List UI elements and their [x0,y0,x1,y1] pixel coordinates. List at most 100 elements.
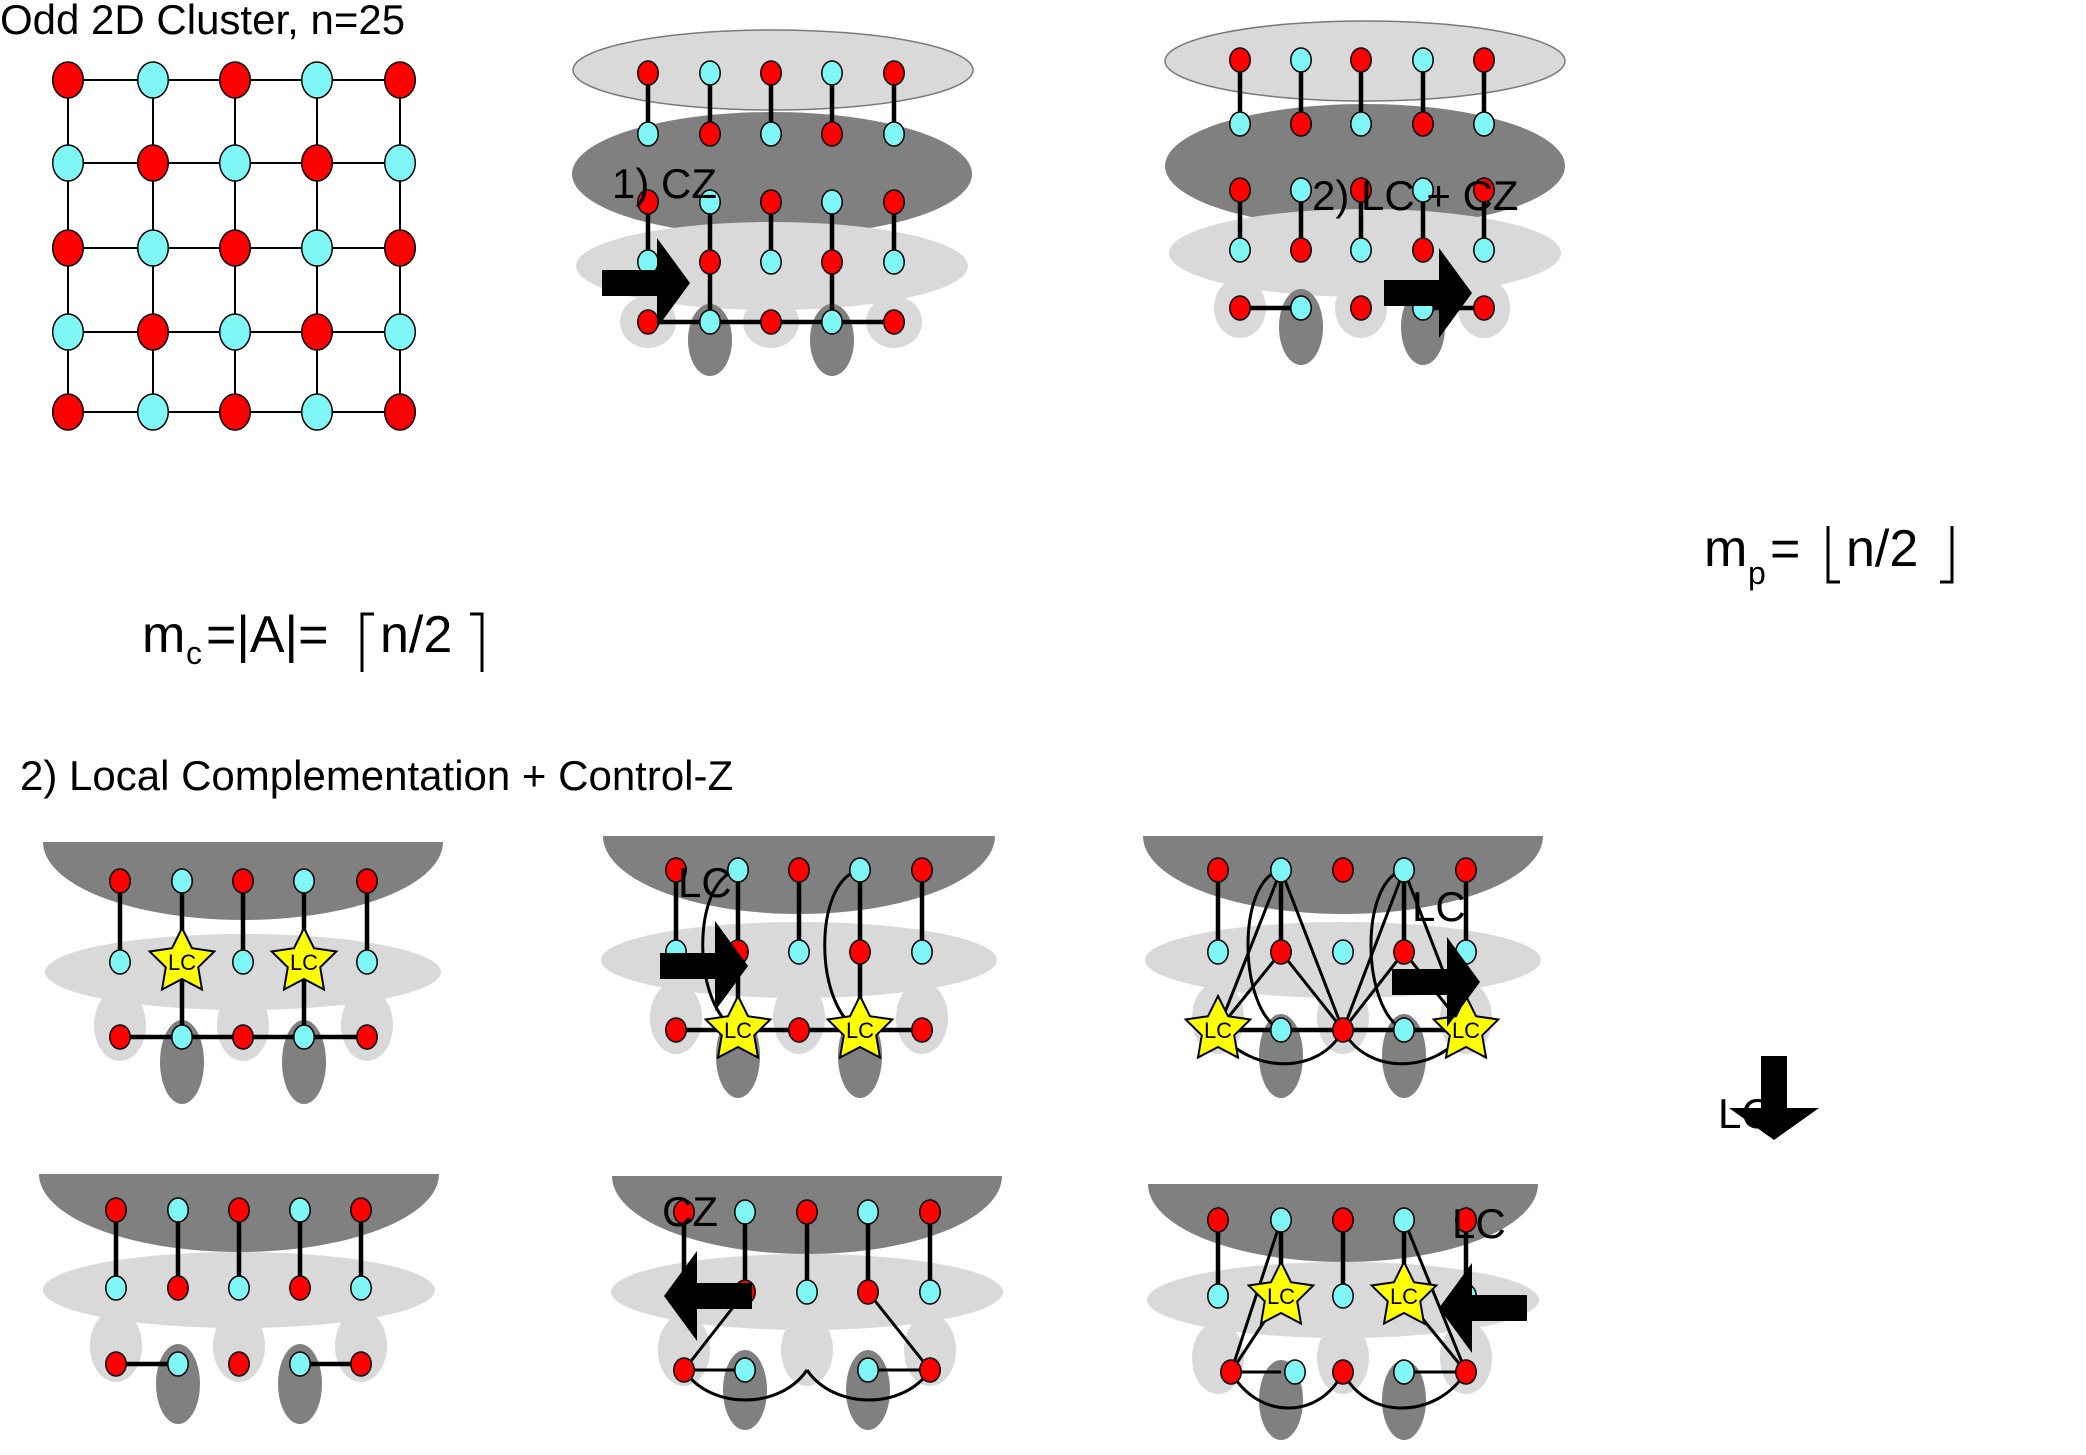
qubit-node [1350,47,1372,73]
qubit-node [1229,111,1251,137]
qubit-node [760,249,782,275]
qubit-node [699,189,721,215]
qubit-node [911,857,933,883]
b1-dark-blob [160,1020,204,1104]
cluster-node [300,229,334,267]
cz-label: CZ [662,1188,718,1235]
qubit-node [849,857,871,883]
c1-light-blob [1317,1322,1369,1394]
qubit-node [1412,237,1434,263]
lc-star [147,925,217,992]
qubit-node [796,1199,818,1225]
lc-star [1246,1259,1316,1326]
mp-subscript: p [1748,555,1766,591]
mc-subscript: c [186,635,202,671]
qubit-node [1393,1017,1415,1043]
complement-edge [1279,869,1345,1031]
lc-star [269,925,339,992]
qubit-node [1473,295,1495,321]
qubit-node [1229,47,1251,73]
cluster-node [383,144,417,182]
cluster-node [218,313,252,351]
qubit-node [232,949,254,975]
arrow-cz-final [664,1251,752,1341]
complement-edge [1402,1219,1468,1373]
qubit-node [788,1017,810,1043]
ceil-bracket-left [360,612,374,672]
cluster-node [136,229,170,267]
qubit-node [171,868,193,894]
qubit-node [1207,1283,1229,1309]
qubit-node [734,1199,756,1225]
qubit-node [228,1351,250,1377]
qubit-node [1270,939,1292,965]
qubit-node [1412,177,1434,203]
qubit-node [637,309,659,335]
lc-star-label: LC [1390,1284,1418,1309]
cluster-node [383,393,417,431]
qubit-node [796,1279,818,1305]
qubit-node [821,60,843,86]
complement-edge [1341,869,1406,1031]
lc-star-label: LC [290,950,318,975]
text-layer: Odd 2D Cluster, n=25 1) CZ 2) LC + CZ m … [0,0,1954,1247]
qubit-node [1270,1017,1292,1043]
qubit-node [350,1197,372,1223]
step1-label: 1) CZ [612,160,717,207]
c2-light-blob [781,1314,833,1386]
lc-star-label: LC [1267,1284,1295,1309]
cluster-node [51,144,85,182]
step2-label: 2) LC + CZ [1312,172,1519,219]
cluster-node [218,393,252,431]
qubit-node [1290,295,1312,321]
qubit-node [883,309,905,335]
cluster-node [218,229,252,267]
qubit-node [1207,857,1229,883]
qubit-node [1207,939,1229,965]
lc-label-2: LC [1412,883,1466,930]
mc-equation: =|A|= [206,606,328,664]
qubit-node [105,1197,127,1223]
qubit-node [673,1199,695,1225]
qubit-node [1412,111,1434,137]
qubit-node [167,1197,189,1223]
qubit-node [637,189,659,215]
mc-m: m [142,606,185,664]
qubit-node [167,1275,189,1301]
lc-star-label: LC [1204,1018,1232,1043]
lc-star [703,993,773,1060]
qubit-node [1473,47,1495,73]
qubit-node [1332,1283,1354,1309]
lc-label-3: LC [1718,1090,1772,1137]
mp-equation: = [1770,520,1800,578]
lc-star-label: LC [724,1018,752,1043]
mc-value: n/2 [380,606,452,664]
qubit-node [1290,111,1312,137]
qubit-node [821,309,843,335]
qubit-node [1332,939,1354,965]
qubit-node [727,857,749,883]
qubit-node [665,857,687,883]
qubit-node [919,1279,941,1305]
complement-edge [1229,1219,1283,1373]
complement-edge [1341,951,1406,1031]
lc-curve [1246,868,1282,1032]
lc-star [1431,993,1501,1060]
qubit-node [228,1197,250,1223]
qubit-node [699,309,721,335]
arrow-lc-2 [1392,937,1480,1027]
qubit-node [1207,1207,1229,1233]
cluster-node [300,61,334,99]
qubit-node [356,949,378,975]
lc-star-label: LC [1452,1018,1480,1043]
lc-curve [1341,1371,1468,1410]
arrow-lc-cz [1384,248,1472,338]
qubit-node [1473,111,1495,137]
qubit-node [919,1199,941,1225]
qubit-node [849,939,871,965]
qubit-node [1332,857,1354,883]
arrow-lc-1 [660,921,748,1011]
qubit-node [1350,111,1372,137]
